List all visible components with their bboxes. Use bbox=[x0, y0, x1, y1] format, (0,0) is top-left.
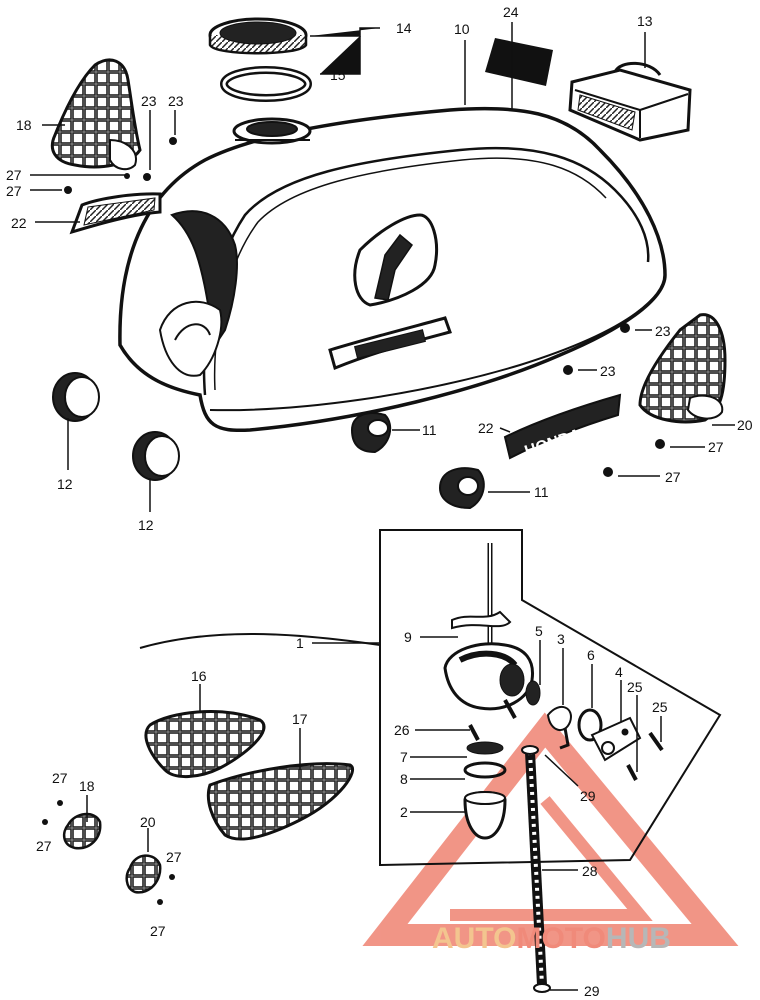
callout-12a: 12 bbox=[57, 476, 73, 492]
callout-16: 16 bbox=[191, 668, 207, 684]
callout-23a: 23 bbox=[141, 93, 157, 109]
callout-27g: 27 bbox=[166, 849, 182, 865]
callout-8: 8 bbox=[400, 771, 408, 787]
fuel-tube bbox=[521, 745, 551, 993]
fuel-cock bbox=[443, 543, 664, 840]
callout-20b: 20 bbox=[140, 814, 156, 830]
callout-11a: 11 bbox=[422, 422, 437, 438]
callout-11b: 11 bbox=[534, 484, 549, 500]
tank-cushion-rubbers bbox=[52, 372, 485, 510]
callout-27e: 27 bbox=[52, 770, 68, 786]
filler-cap bbox=[208, 17, 308, 55]
callout-26: 26 bbox=[394, 722, 410, 738]
side-grille-17 bbox=[206, 762, 354, 841]
callout-24: 24 bbox=[503, 4, 519, 20]
knee-grip-rubber-left bbox=[50, 58, 142, 171]
callout-5: 5 bbox=[535, 623, 543, 639]
callout-28: 28 bbox=[582, 863, 598, 879]
callout-12b: 12 bbox=[138, 517, 154, 533]
callout-29a: 29 bbox=[580, 788, 596, 804]
callout-3: 3 bbox=[557, 631, 565, 647]
callout-25b: 25 bbox=[652, 699, 668, 715]
callout-4: 4 bbox=[615, 664, 623, 680]
callout-13: 13 bbox=[637, 13, 653, 29]
screws-left bbox=[64, 137, 177, 194]
callout-9: 9 bbox=[404, 629, 412, 645]
callout-7: 7 bbox=[400, 749, 408, 765]
callout-1: 1 bbox=[296, 635, 304, 651]
watermark-auto: AUTO bbox=[432, 922, 516, 955]
caution-label bbox=[485, 38, 553, 86]
knee-grip-rubber-right bbox=[638, 313, 727, 424]
knee-grip-small bbox=[62, 812, 162, 894]
callout-numbers: 1 2 3 4 5 6 7 8 9 10 11 11 12 12 13 14 1… bbox=[6, 4, 753, 999]
callout-18a: 18 bbox=[16, 117, 32, 133]
callout-2: 2 bbox=[400, 804, 408, 820]
callout-23d: 23 bbox=[600, 363, 616, 379]
callout-6: 6 bbox=[587, 647, 595, 663]
callout-27f: 27 bbox=[36, 838, 52, 854]
callout-18b: 18 bbox=[79, 778, 95, 794]
screws-bottom bbox=[42, 800, 175, 905]
callout-23b: 23 bbox=[168, 93, 184, 109]
tool-case bbox=[568, 61, 692, 142]
callout-22b: 22 bbox=[478, 420, 494, 436]
callout-25a: 25 bbox=[627, 679, 643, 695]
side-grille-16 bbox=[144, 710, 266, 778]
callout-22a: 22 bbox=[11, 215, 27, 231]
screws-right bbox=[563, 323, 665, 477]
side-cover bbox=[139, 632, 381, 649]
fuel-tank bbox=[118, 106, 667, 433]
callout-27b: 27 bbox=[6, 183, 22, 199]
fuel-cock-assembly-frame bbox=[379, 529, 722, 867]
callout-27h: 27 bbox=[150, 923, 166, 939]
callout-15: 15 bbox=[330, 67, 346, 83]
callout-10: 10 bbox=[454, 21, 470, 37]
callout-27c: 27 bbox=[708, 439, 724, 455]
leader-lines bbox=[30, 22, 735, 991]
callout-17: 17 bbox=[292, 711, 308, 727]
tank-emblem-right: HONDA bbox=[503, 393, 622, 460]
callout-14: 14 bbox=[396, 20, 412, 36]
callout-20a: 20 bbox=[737, 417, 753, 433]
cap-gasket bbox=[220, 66, 312, 102]
watermark-hub: HUB bbox=[606, 922, 671, 955]
callout-29b: 29 bbox=[584, 983, 600, 999]
watermark-text: AUTOMOTOHUB bbox=[432, 922, 671, 955]
callout-23c: 23 bbox=[655, 323, 671, 339]
watermark-moto: MOTO bbox=[516, 922, 605, 955]
watermark-logo bbox=[362, 712, 739, 946]
callout-27a: 27 bbox=[6, 167, 22, 183]
tank-emblem-left bbox=[69, 192, 162, 235]
callout-27d: 27 bbox=[665, 469, 681, 485]
svg-text:AUTOMOTOHUB: AUTOMOTOHUB bbox=[432, 922, 671, 955]
